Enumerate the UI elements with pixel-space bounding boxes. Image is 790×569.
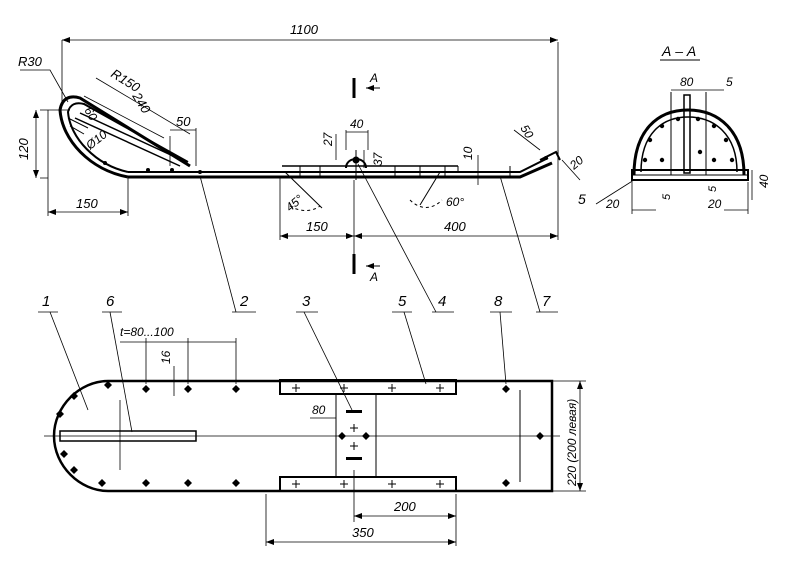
section-dim-5-top: 5 [726, 75, 733, 89]
dim-150-center: 150 [306, 219, 328, 234]
dim-60: 60 [81, 105, 100, 124]
dim-50-tip: 50 [176, 114, 191, 129]
section-a-a: А – А 80 5 5 5 20 [578, 43, 771, 214]
dim-120: 120 [16, 138, 31, 160]
dim-50-tail: 50 [517, 122, 536, 141]
callout-6: 6 [106, 293, 115, 310]
section-dim-80: 80 [680, 75, 694, 89]
plan-view: t=80...100 16 80 200 350 220 (200 левая) [44, 325, 586, 546]
callout-4: 4 [438, 293, 446, 310]
dim-10: 10 [461, 146, 475, 160]
dim-pitch: t=80...100 [120, 325, 174, 339]
cut-label-top: А [369, 71, 378, 85]
callout-7: 7 [542, 293, 551, 310]
callouts: 1 6 2 3 4 5 8 7 [38, 163, 558, 433]
section-dim-20-left: 20 [605, 197, 620, 211]
section-callout-5: 5 [578, 191, 586, 207]
section-dim-5-mid: 5 [707, 185, 719, 192]
dim-200: 200 [393, 499, 416, 514]
callout-5: 5 [398, 293, 407, 310]
section-dim-40: 40 [757, 174, 771, 188]
dim-16: 16 [159, 350, 173, 364]
callout-3: 3 [302, 293, 311, 310]
cut-label-bottom: А [369, 270, 378, 284]
side-view: 1100 150 120 R30 R150 240 60 Ø10 50 27 4… [16, 22, 586, 284]
dim-1100: 1100 [290, 22, 319, 37]
dim-400: 400 [444, 219, 466, 234]
angle-45: 45° [283, 192, 306, 215]
dim-r30: R30 [18, 54, 43, 69]
dim-r150: R150 [108, 66, 143, 96]
dim-20-tail: 20 [566, 153, 586, 173]
dim-40-top: 40 [350, 117, 364, 131]
dim-80-plan: 80 [312, 403, 326, 417]
section-dim-5-left: 5 [661, 193, 673, 200]
dim-220: 220 (200 левая) [565, 399, 579, 487]
angle-60: 60° [446, 195, 464, 209]
dim-350: 350 [352, 525, 374, 540]
section-title: А – А [661, 43, 696, 59]
dim-27: 27 [321, 131, 335, 147]
callout-1: 1 [42, 293, 50, 310]
dim-150-tip: 150 [76, 196, 98, 211]
callout-2: 2 [239, 293, 249, 310]
section-dim-20-right: 20 [707, 197, 722, 211]
dim-37: 37 [371, 151, 385, 166]
callout-8: 8 [494, 293, 503, 310]
